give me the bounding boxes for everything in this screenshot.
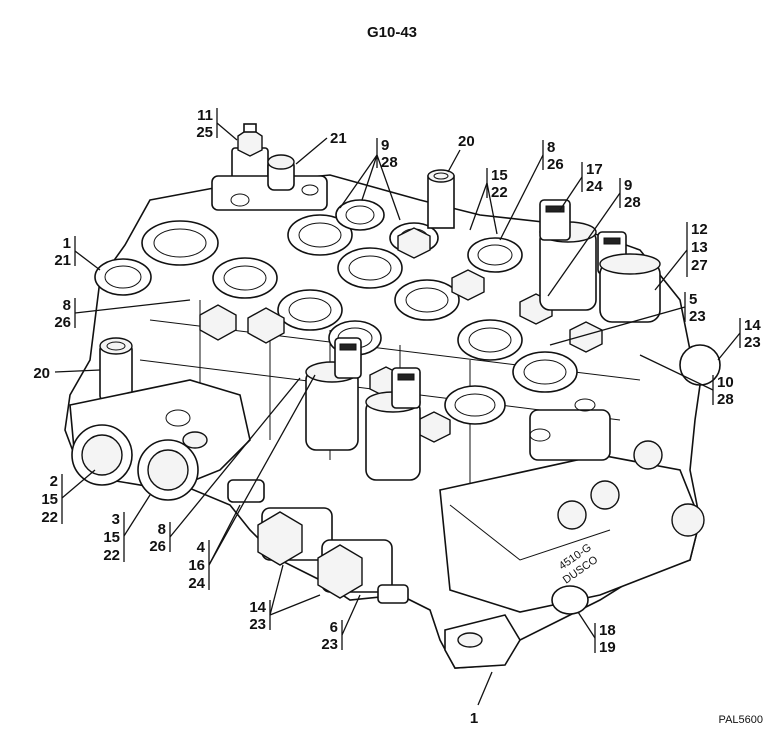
solenoid-coil-right-upper	[539, 199, 661, 323]
hex-plugs	[199, 227, 603, 443]
right-end-cover	[439, 344, 721, 615]
callout-label: 23	[321, 636, 338, 653]
callout-label: 4	[197, 539, 206, 556]
callout-label: 21	[54, 252, 71, 269]
callout-label: 19	[599, 639, 616, 656]
callout-label: 26	[149, 538, 166, 555]
callout-label: 22	[103, 547, 120, 564]
callout-14-23-right: 14 23	[744, 317, 761, 351]
callout-label: 12	[691, 221, 708, 238]
callout-label: 15	[103, 529, 120, 546]
callout-21-top: 21	[330, 130, 347, 147]
callout-label: 23	[689, 308, 706, 325]
callout-14-23-bottom: 14 23	[249, 599, 266, 633]
callout-label: 2	[50, 473, 58, 490]
callout-label: 11	[197, 107, 213, 124]
callout-5-23: 5 23	[689, 291, 706, 325]
callout-10-28: 10 28	[717, 374, 734, 408]
callout-2-15-22: 2 15 22	[41, 473, 58, 526]
callout-label: 23	[249, 616, 266, 633]
callout-3-15-22: 3 15 22	[103, 511, 120, 564]
callout-label: 23	[744, 334, 761, 351]
callout-label: 14	[744, 317, 761, 334]
relief-cartridge	[211, 123, 328, 211]
callout-label: 9	[381, 137, 389, 154]
callout-label: 8	[63, 297, 71, 314]
callout-label: 22	[491, 184, 508, 201]
callout-label: 10	[717, 374, 734, 391]
solenoid-coil-center	[305, 337, 421, 481]
callout-label: 22	[41, 509, 58, 526]
callout-label: 26	[547, 156, 564, 173]
callout-label: 28	[624, 194, 641, 211]
callout-9-28-top: 9 28	[381, 137, 398, 171]
callout-15-22-top: 15 22	[491, 167, 508, 201]
callout-1-bottom: 1	[470, 710, 478, 727]
left-end-cover	[69, 379, 265, 503]
tube-fitting-left	[99, 337, 133, 401]
callout-18-19: 18 19	[599, 622, 616, 656]
callout-label: 17	[586, 161, 603, 178]
callout-8-26-top: 8 26	[547, 139, 564, 173]
callout-20-left: 20	[33, 365, 50, 382]
callout-label: 24	[188, 575, 205, 592]
callout-label: 9	[624, 177, 632, 194]
callout-8-26-left: 8 26	[54, 297, 71, 331]
bottom-hex-plugs	[257, 507, 409, 604]
callout-label: 1	[63, 235, 71, 252]
callout-label: 20	[458, 133, 475, 150]
callout-11-25: 11 25	[196, 107, 213, 141]
callout-label: 27	[691, 257, 708, 274]
callout-9-28-right: 9 28	[624, 177, 641, 211]
callout-label: 13	[691, 239, 708, 256]
callout-20-top: 20	[458, 133, 475, 150]
callout-6-23: 6 23	[321, 619, 338, 653]
callout-12-13-27: 12 13 27	[691, 221, 708, 274]
callout-label: 28	[381, 154, 398, 171]
callout-label: 28	[717, 391, 734, 408]
callout-label: 25	[196, 124, 213, 141]
callout-1-21: 1 21	[54, 235, 71, 269]
drawing-code: PAL5600	[719, 714, 763, 726]
callout-label: 14	[249, 599, 266, 616]
callout-label: 16	[188, 557, 205, 574]
diagram-title: G10-43	[367, 24, 417, 41]
callout-label: 26	[54, 314, 71, 331]
callout-label: 1	[470, 710, 478, 727]
callout-label: 6	[330, 619, 338, 636]
callout-label: 3	[112, 511, 120, 528]
callout-17-24: 17 24	[586, 161, 603, 195]
callout-label: 8	[547, 139, 555, 156]
callout-label: 21	[330, 130, 347, 147]
callout-label: 8	[158, 521, 166, 538]
tube-fitting-top	[427, 169, 455, 229]
callout-label: 15	[41, 491, 58, 508]
callout-4-16-24: 4 16 24	[188, 539, 205, 592]
callout-8-26-bottom: 8 26	[149, 521, 166, 555]
leader-lines	[54, 108, 741, 706]
callout-label: 5	[689, 291, 697, 308]
callout-label: 18	[599, 622, 616, 639]
callout-label: 24	[586, 178, 603, 195]
callout-label: 15	[491, 167, 508, 184]
mounting-foot	[444, 614, 521, 669]
callout-label: 20	[33, 365, 50, 382]
